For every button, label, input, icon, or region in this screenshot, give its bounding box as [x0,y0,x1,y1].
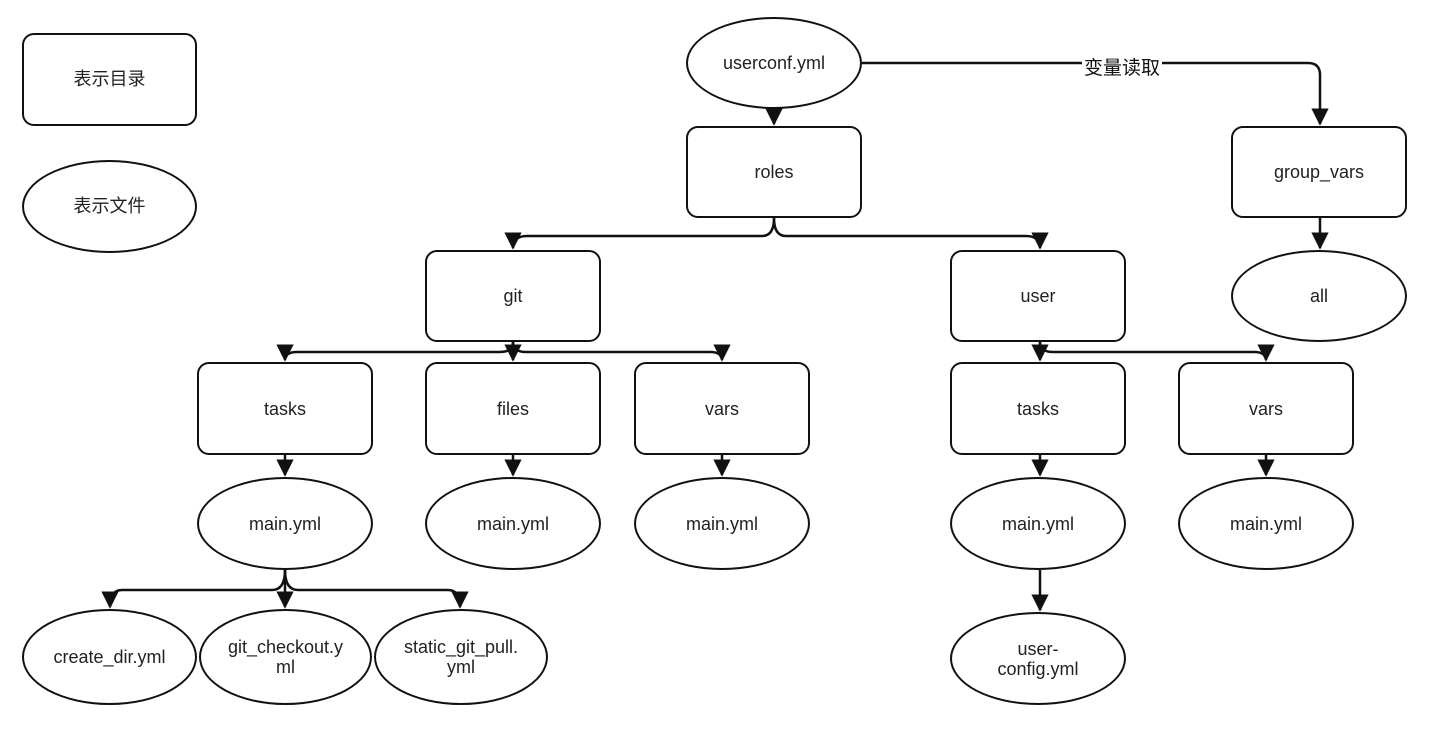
dir-roles-label: roles [754,162,794,182]
file-create-dir: create_dir.yml [22,609,197,705]
file-userconf: userconf.yml [686,17,862,109]
file-user-config-label: user- config.yml [997,638,1079,679]
file-git-tasks-main-label: main.yml [248,513,321,534]
file-user-config: user- config.yml [950,612,1126,705]
legend-directory-box: 表示目录 [22,33,197,126]
legend-file-circle: 表示文件 [22,160,197,253]
dir-roles: roles [686,126,862,218]
dir-git-vars-label: vars [704,398,739,419]
dir-git-label: git [503,286,523,306]
edge-userconf-group-vars [862,61,1329,126]
file-git-files-main-label: main.yml [476,513,549,534]
file-create-dir-label: create_dir.yml [53,647,166,667]
file-static-git-pull-label: static_git_pull. yml [403,637,519,677]
dir-git-vars: vars [634,362,810,455]
edge-main-static-git-pull [283,569,469,609]
dir-user-vars-label: vars [1248,398,1283,419]
file-user-vars-main-label: main.yml [1229,513,1302,534]
legend-file-label: 表示文件 [73,195,146,217]
file-all-label: all [1309,286,1328,306]
file-user-tasks-main-label: main.yml [1001,513,1074,534]
file-git-tasks-main: main.yml [197,477,373,570]
edge-git-vars [511,341,731,362]
edge-label-variable-read: 变量读取 [1082,53,1163,80]
file-user-tasks-main: main.yml [950,477,1126,570]
file-user-vars-main: main.yml [1178,477,1354,570]
file-git-checkout: git_checkout.y ml [199,609,372,705]
dir-user-tasks-label: tasks [1016,398,1059,419]
dir-group-vars-label: group_vars [1273,162,1365,182]
file-all: all [1231,250,1407,342]
dir-user-vars: vars [1178,362,1354,455]
edge-user-vars [1038,341,1275,362]
file-git-vars-main: main.yml [634,477,810,570]
dir-git-tasks: tasks [197,362,373,455]
dir-git-tasks-label: tasks [263,398,306,419]
dir-group-vars: group_vars [1231,126,1407,218]
dir-git-files-label: files [496,398,529,419]
edge-roles-git [504,217,776,250]
legend-directory-label: 表示目录 [73,68,146,90]
file-git-files-main: main.yml [425,477,601,570]
edge-roles-user [772,217,1049,250]
dir-git-files: files [425,362,601,455]
file-git-checkout-label: git_checkout.y ml [227,637,344,677]
dir-git: git [425,250,601,342]
dir-user: user [950,250,1126,342]
edge-git-tasks [276,341,515,362]
edge-main-create-dir [101,569,287,609]
dir-user-label: user [1020,286,1056,306]
file-git-vars-main-label: main.yml [685,513,758,534]
file-userconf-label: userconf.yml [722,53,826,73]
dir-user-tasks: tasks [950,362,1126,455]
file-static-git-pull: static_git_pull. yml [374,609,548,705]
